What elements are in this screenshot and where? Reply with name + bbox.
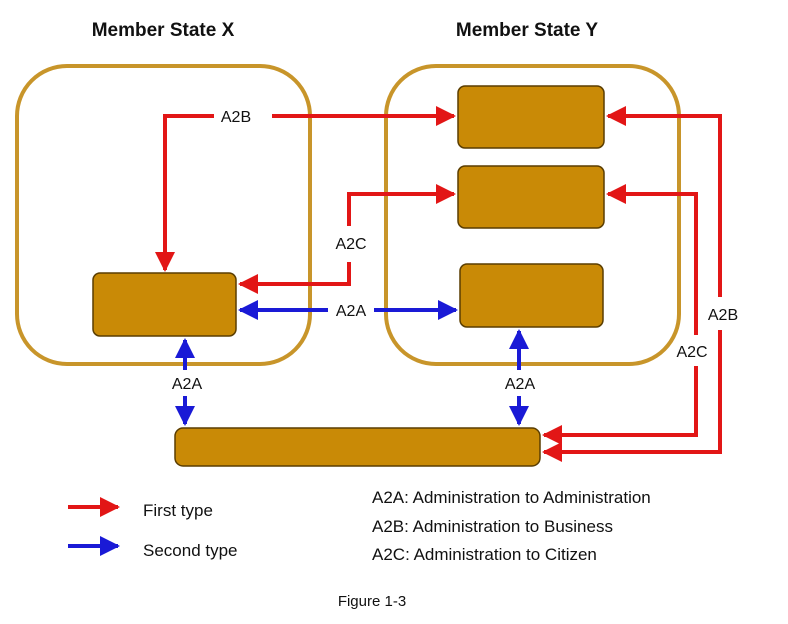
a2b-arrow-to-state-x — [155, 114, 214, 272]
a2b-right-label: A2B — [708, 307, 738, 324]
a2b-right-arrow-to-business — [606, 106, 722, 297]
a2c-arrow-to-state-x — [238, 262, 351, 294]
figure-caption: Figure 1-3 — [338, 593, 406, 610]
member-state-y-title: Member State Y — [456, 20, 599, 41]
definition-a2a: A2A: Administration to Administration — [372, 488, 651, 507]
state-x-administration-box — [92, 272, 237, 337]
a2a-left-label: A2A — [172, 376, 203, 393]
state-y-citizen-box — [457, 165, 605, 229]
a2c-right-arrow-to-infrastructure — [542, 366, 698, 445]
state-y-business-box — [457, 85, 605, 149]
common-infrastructure-box — [174, 427, 541, 467]
a2c-right-label: A2C — [676, 344, 707, 361]
a2c-middle-label: A2C — [335, 236, 366, 253]
member-state-y-container — [384, 64, 681, 366]
a2a-right-label: A2A — [505, 376, 536, 393]
a2b-top-label: A2B — [221, 109, 251, 126]
legend-first-type-label: First type — [143, 501, 213, 520]
a2b-right-arrow-to-infrastructure — [542, 330, 722, 462]
a2c-arrow-to-state-y-citizen — [347, 184, 456, 226]
a2c-right-arrow-to-citizen — [606, 184, 698, 335]
definition-a2b: A2B: Administration to Business — [372, 517, 613, 536]
state-y-administration-box — [459, 263, 604, 328]
definition-a2c: A2C: Administration to Citizen — [372, 545, 597, 564]
legend-second-type-label: Second type — [143, 541, 238, 560]
a2a-middle-label: A2A — [336, 303, 367, 320]
member-state-x-title: Member State X — [92, 20, 235, 41]
member-state-x-container — [15, 64, 312, 366]
